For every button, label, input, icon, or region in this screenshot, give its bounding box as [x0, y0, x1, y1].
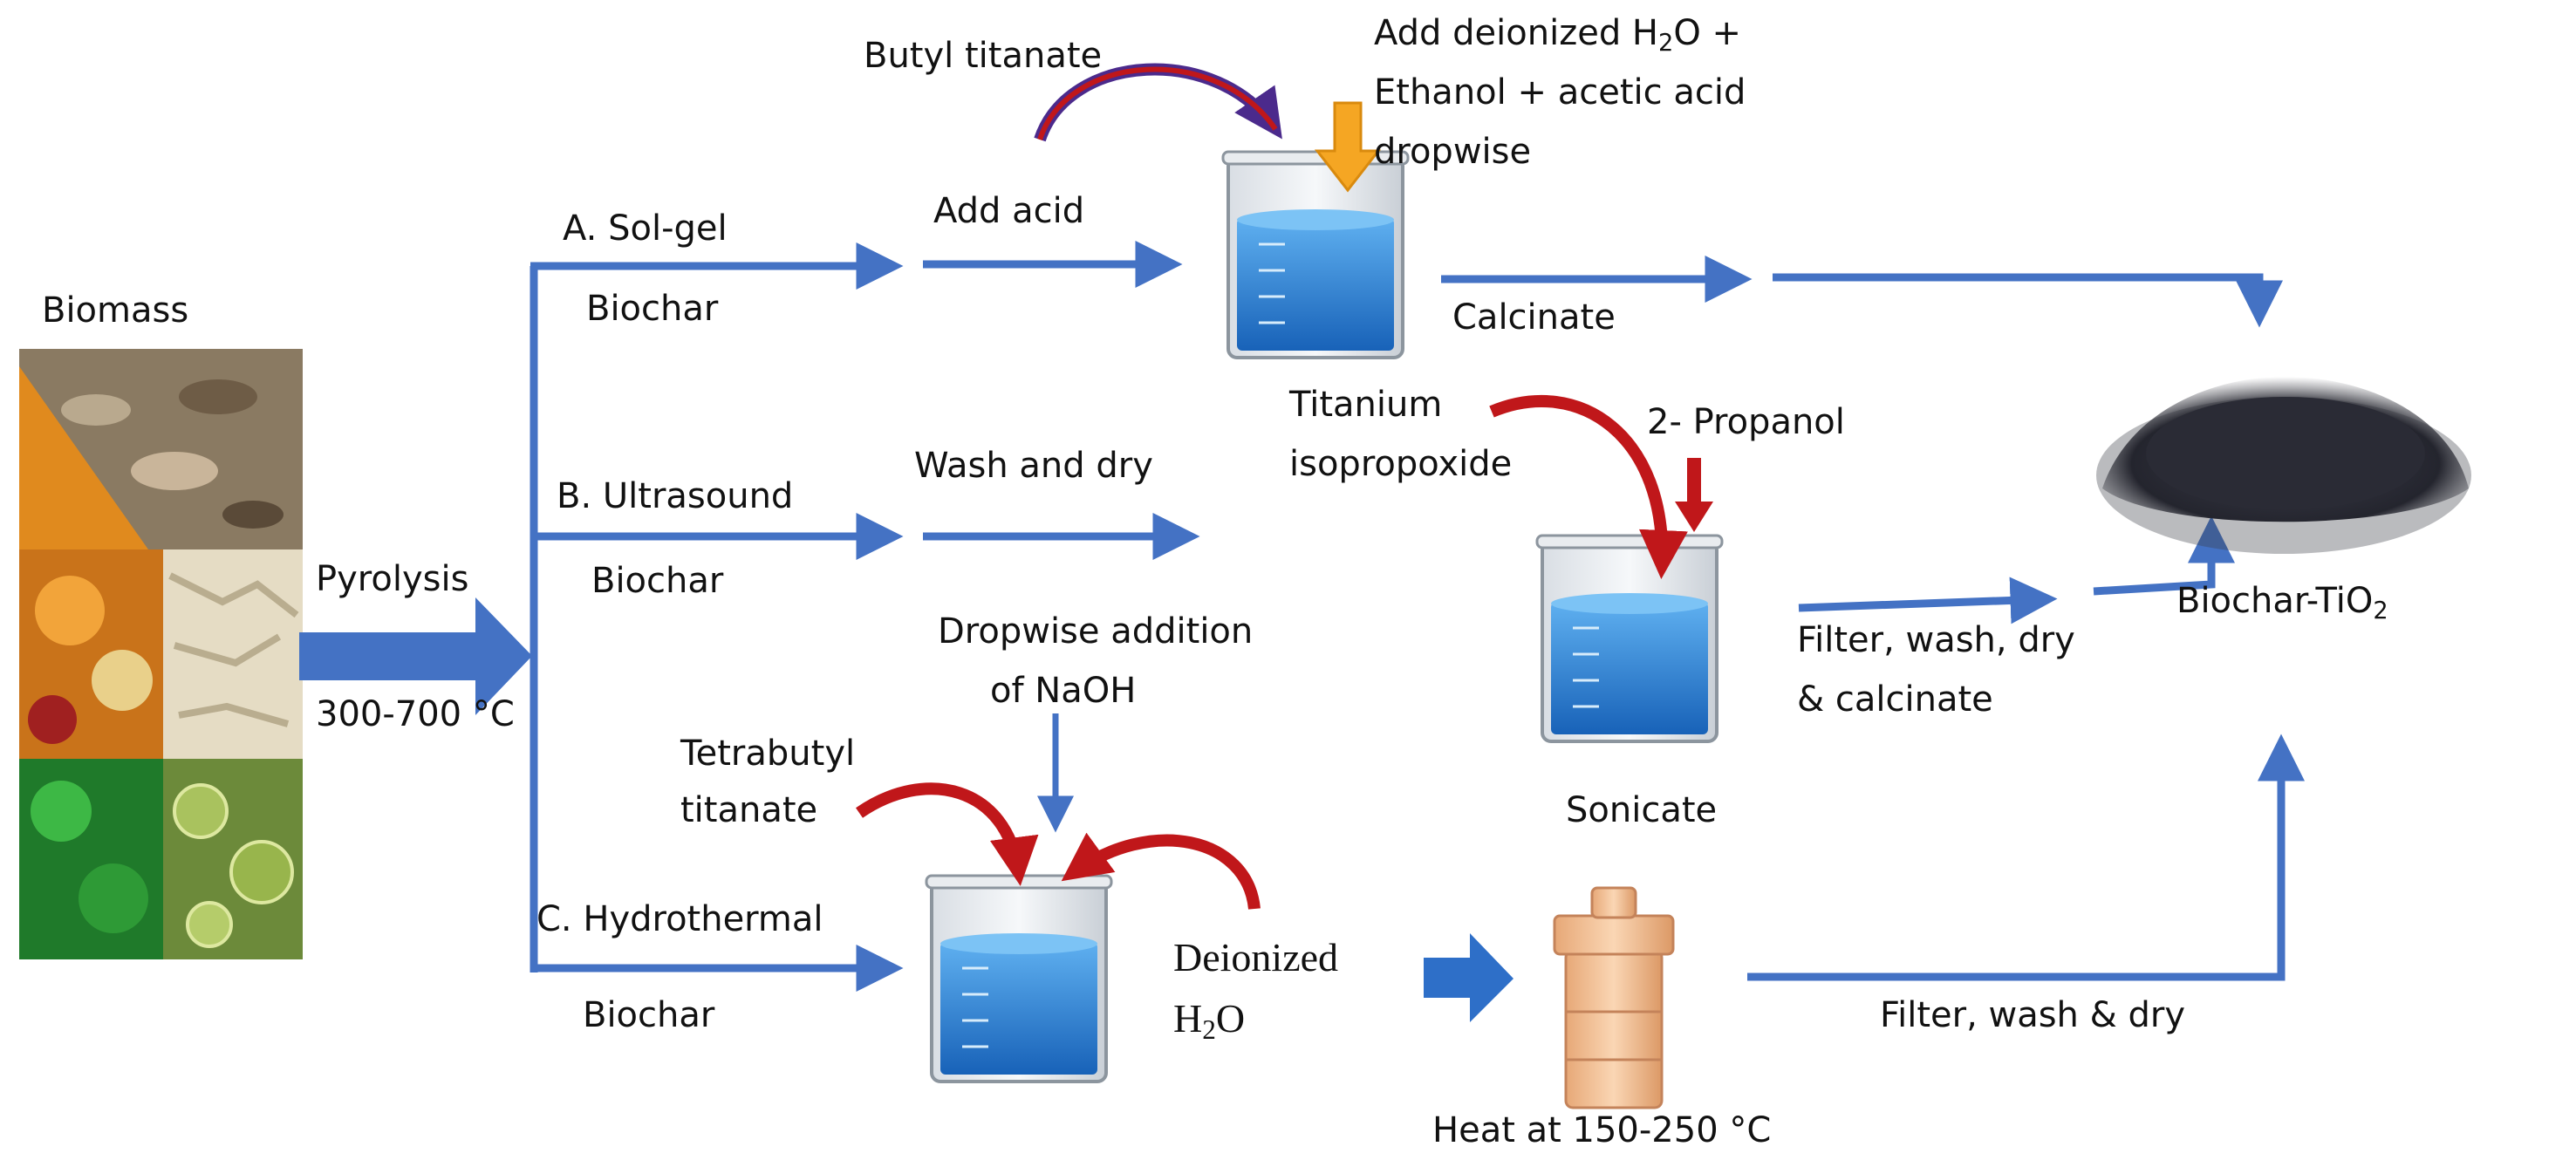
- isopropoxide-label: isopropoxide: [1289, 444, 1513, 484]
- biochar-c-label: Biochar: [583, 995, 715, 1035]
- tetrabutyl-label: Tetrabutyl: [680, 734, 856, 774]
- propanol-arrow: [1675, 458, 1713, 532]
- sonicate-arrow: [1798, 577, 2058, 624]
- biochar-b-label: Biochar: [591, 561, 724, 601]
- temperature-label: 300-700 °C: [316, 694, 515, 734]
- route-b-label: B. Ultrasound: [557, 476, 794, 516]
- heat-thick-arrow: [1424, 933, 1513, 1022]
- h2o-label: H2O: [1173, 996, 1246, 1045]
- autoclave-icon: [1553, 886, 1675, 1109]
- add-acid-label: Add acid: [933, 191, 1085, 231]
- propanol-label: 2- Propanol: [1647, 402, 1845, 442]
- filter-wash-dry-label: Filter, wash & dry: [1880, 995, 2186, 1035]
- butyl-titanate-curved-arrow: [1034, 63, 1282, 142]
- filter-calcinate-label-1: Filter, wash, dry: [1797, 620, 2075, 660]
- dropwise-naoh-label-1: Dropwise addition: [938, 611, 1254, 652]
- tetrabutyl-titanate-curved-arrow: [856, 782, 1039, 886]
- beaker-icon-ultrasound: [1535, 534, 1724, 743]
- biomass-photo-collage: [19, 349, 303, 959]
- titanate-label: titanate: [680, 790, 818, 830]
- heat-label: Heat at 150-250 °C: [1432, 1110, 1772, 1150]
- titanium-label: Titanium: [1289, 385, 1443, 425]
- route-a-label: A. Sol-gel: [563, 208, 728, 249]
- sonicate-label: Sonicate: [1566, 790, 1718, 830]
- orange-drop-arrow: [1314, 101, 1382, 193]
- pyrolysis-arrow: [299, 597, 532, 715]
- beaker-icon-sol-gel: [1221, 150, 1410, 359]
- dropwise-label: dropwise: [1374, 132, 1532, 172]
- deionized-water-curved-arrow: [1061, 832, 1261, 910]
- wash-dry-label: Wash and dry: [914, 446, 1153, 486]
- filter-calcinate-label-2: & calcinate: [1797, 679, 1993, 720]
- deionized-label: Deionized: [1173, 935, 1339, 979]
- dropwise-naoh-label-2: of NaOH: [990, 671, 1137, 711]
- route-c-label: C. Hydrothermal: [536, 899, 823, 939]
- pyrolysis-label: Pyrolysis: [316, 559, 469, 599]
- butyl-titanate-label: Butyl titanate: [864, 36, 1103, 76]
- calcinate-label: Calcinate: [1452, 297, 1616, 338]
- hydrothermal-to-product-arrow: [1747, 734, 2305, 981]
- beaker-icon-hydrothermal: [925, 874, 1113, 1083]
- biochar-a-label: Biochar: [586, 289, 719, 329]
- sol-gel-to-product-arrow: [1773, 273, 2283, 328]
- biochar-tio2-powder-icon: [2096, 376, 2471, 554]
- product-label: Biochar-TiO2: [2176, 581, 2388, 624]
- add-water-label: Add deionized H2O +: [1374, 13, 1742, 57]
- biomass-label: Biomass: [42, 290, 189, 331]
- titanium-isopropoxide-curved-arrow: [1489, 394, 1688, 579]
- ultrasound-to-product-arrow: [2093, 515, 2235, 596]
- ethanol-acetic-label: Ethanol + acetic acid: [1374, 72, 1746, 113]
